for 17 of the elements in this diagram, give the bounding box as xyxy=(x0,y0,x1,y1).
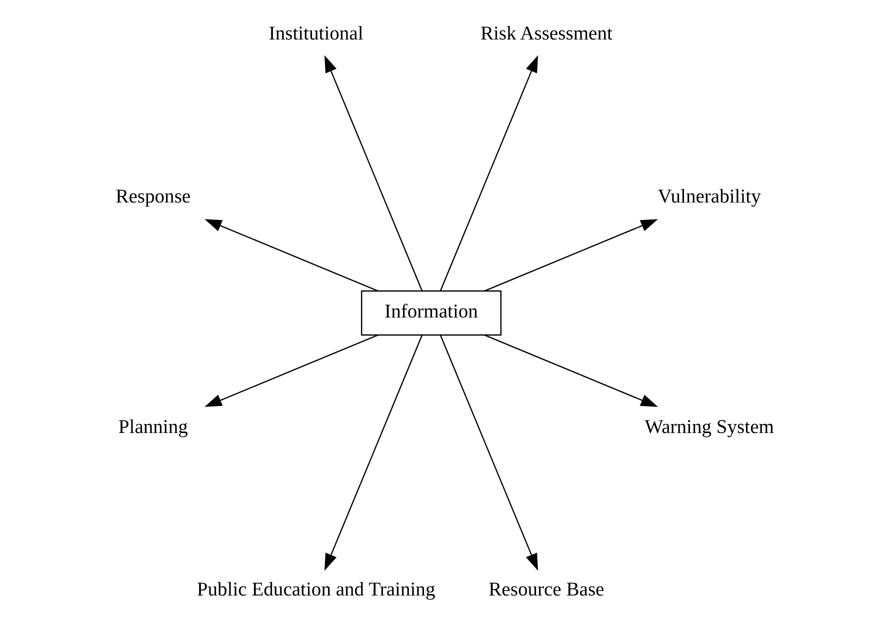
arrow xyxy=(484,219,658,292)
arrow xyxy=(440,335,538,571)
node-text: Planning xyxy=(118,416,188,438)
node-text: Risk Assessment xyxy=(480,24,612,45)
arrow xyxy=(324,335,423,571)
node-text: Response xyxy=(116,186,191,208)
node-text: Resource Base xyxy=(488,580,604,601)
node-box: Information xyxy=(360,290,502,336)
node-text: Public Education and Training xyxy=(196,580,436,601)
node-text: Vulnerability xyxy=(658,186,761,208)
arrow xyxy=(204,219,378,292)
arrow xyxy=(440,55,538,291)
node-text: Warning System xyxy=(644,416,774,438)
arrow xyxy=(324,55,423,291)
arrow xyxy=(204,334,378,407)
node-text: Institutional xyxy=(268,24,364,45)
arrow xyxy=(484,334,658,407)
